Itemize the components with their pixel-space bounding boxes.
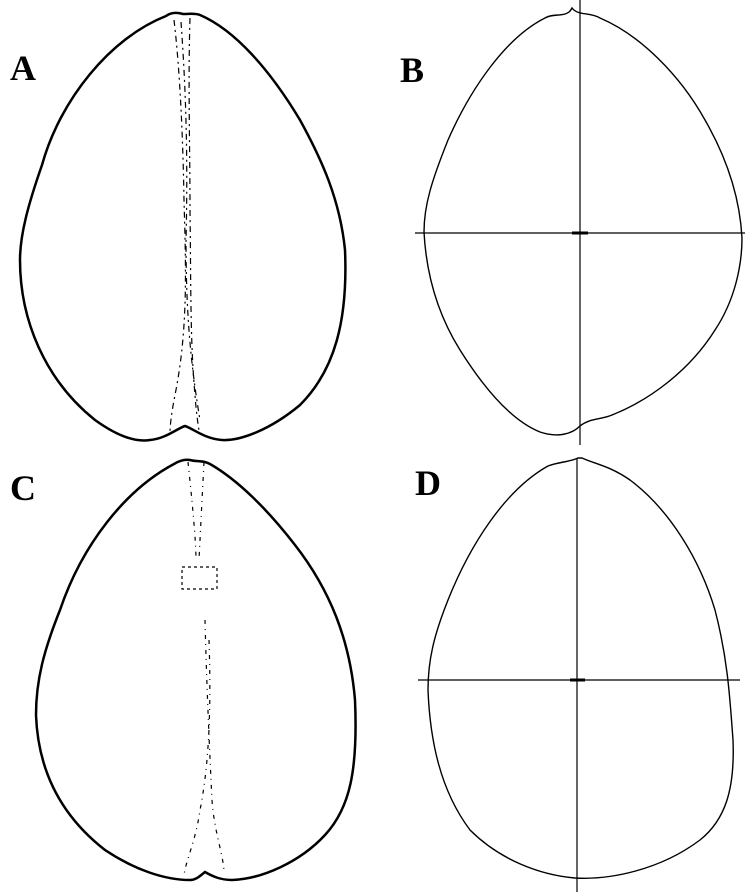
panel-a-drawing [18, 11, 347, 442]
seed-outline-b [423, 6, 743, 436]
seed-outline-a [18, 11, 347, 442]
raphe-a [169, 17, 201, 433]
panel-label-b: B [400, 50, 425, 90]
panel-label-d: D [415, 463, 441, 503]
raphe-c [183, 461, 225, 876]
panel-d-drawing [418, 457, 740, 892]
seed-outline-c [34, 458, 357, 882]
seed-outline-d [427, 457, 734, 879]
panel-c-drawing [34, 458, 357, 882]
panel-label-a: A [10, 48, 36, 88]
sample-region-box [181, 566, 218, 590]
panel-b-drawing [415, 0, 745, 445]
panel-label-c: C [10, 468, 36, 508]
